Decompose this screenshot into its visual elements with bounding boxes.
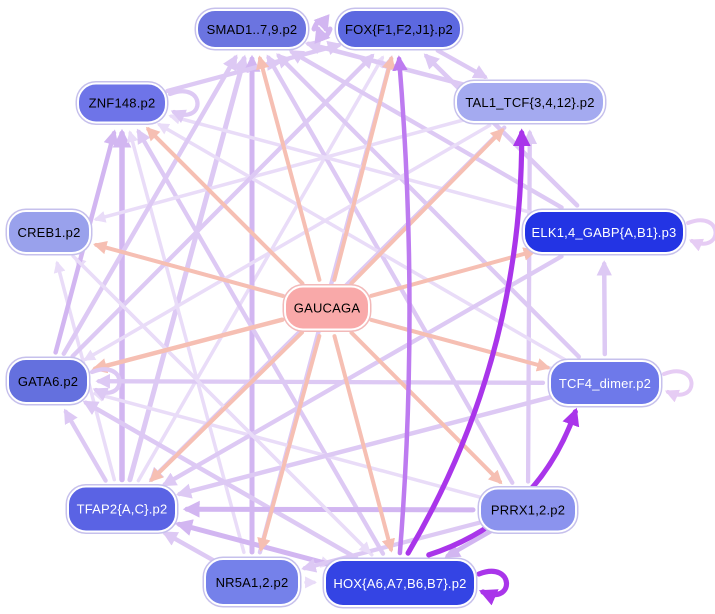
node-label: PRRX1,2.p2 (490, 502, 566, 518)
node-prrx[interactable]: PRRX1,2.p2 (479, 487, 577, 533)
self-loop-znf148 (167, 89, 200, 124)
edge-znf148-fox (165, 40, 343, 94)
node-label: SMAD1..7,9.p2 (206, 21, 298, 37)
edge-gata6-smad (61, 54, 238, 356)
self-loop-gata6 (89, 367, 122, 402)
edge-nr5a1-tfap2 (161, 531, 217, 563)
node-label: TFAP2{A,C}.p2 (76, 501, 168, 517)
node-creb1[interactable]: CREB1.p2 (7, 210, 91, 254)
node-smad[interactable]: SMAD1..7,9.p2 (196, 9, 308, 49)
node-label: GAUCAGA (293, 300, 361, 316)
node-tcf4[interactable]: TCF4_dimer.p2 (549, 360, 661, 406)
edge-fox-tal1 (435, 48, 489, 80)
node-znf148[interactable]: ZNF148.p2 (77, 82, 167, 124)
edge-gaucaga-fox (332, 55, 396, 282)
node-label: CREB1.p2 (17, 224, 81, 240)
node-tfap2[interactable]: TFAP2{A,C}.p2 (67, 485, 177, 533)
node-label: ELK1,4_GABP{A,B1}.p3 (531, 224, 677, 240)
edge-tal1-gata6 (83, 123, 492, 361)
edge-gaucaga-nr5a1 (257, 334, 322, 552)
node-gaucaga[interactable]: GAUCAGA (284, 285, 370, 331)
edge-prrx-gata6 (92, 390, 481, 499)
self-loop-hox (476, 568, 510, 606)
edge-elk-znf148 (168, 112, 539, 216)
edge-hox-gata6 (82, 400, 359, 560)
node-label: GATA6.p2 (17, 373, 79, 389)
node-elk[interactable]: ELK1,4_GABP{A,B1}.p3 (523, 210, 685, 254)
node-label: ZNF148.p2 (88, 95, 156, 111)
node-label: TAL1_TCF{3,4,12}.p2 (465, 94, 595, 110)
edge-gaucaga-gata6 (91, 317, 285, 374)
edge-tcf4-elk (596, 260, 612, 357)
edge-gaucaga-hox (332, 334, 395, 553)
edge-gata6-fox (70, 53, 375, 359)
edge-gaucaga-znf148 (145, 126, 305, 286)
edge-tal1-creb1 (93, 117, 469, 223)
node-label: NR5A1,2.p2 (215, 574, 289, 590)
node-gata6[interactable]: GATA6.p2 (7, 358, 89, 404)
edge-hox-znf148 (136, 128, 386, 556)
edge-fox-smad (314, 25, 333, 44)
edge-gaucaga-tfap2 (149, 330, 304, 483)
edge-gaucaga-tal1 (349, 128, 505, 286)
node-fox[interactable]: FOX{F1,F2,J1}.p2 (336, 9, 462, 49)
edge-tfap2-gata6 (63, 408, 108, 483)
node-label: FOX{F1,F2,J1}.p2 (345, 21, 453, 37)
edge-creb1-hox (71, 254, 372, 555)
node-nr5a1[interactable]: NR5A1,2.p2 (204, 558, 300, 606)
node-tal1[interactable]: TAL1_TCF{3,4,12}.p2 (455, 81, 605, 123)
node-label: TCF4_dimer.p2 (558, 375, 652, 391)
edge-prrx-hox (444, 528, 494, 559)
self-loop-elk (686, 218, 715, 252)
node-hox[interactable]: HOX{A6,A7,B6,B7}.p2 (324, 559, 476, 607)
edge-tfap2-fox (136, 55, 385, 483)
edge-prrx-tfap2 (182, 500, 476, 518)
edge-gaucaga-creb1 (93, 241, 285, 298)
self-loop-tcf4 (662, 369, 694, 403)
edge-tcf4-znf148 (156, 122, 568, 363)
edge-hox-tal1 (405, 128, 531, 556)
node-label: HOX{A6,A7,B6,B7}.p2 (333, 575, 467, 591)
edge-gaucaga-tcf4 (369, 318, 551, 372)
edge-prrx-smad (266, 54, 515, 485)
edge-gaucaga-prrx (349, 330, 503, 485)
edge-gaucaga-smad (256, 55, 322, 282)
edge-hox-fox (392, 55, 412, 556)
